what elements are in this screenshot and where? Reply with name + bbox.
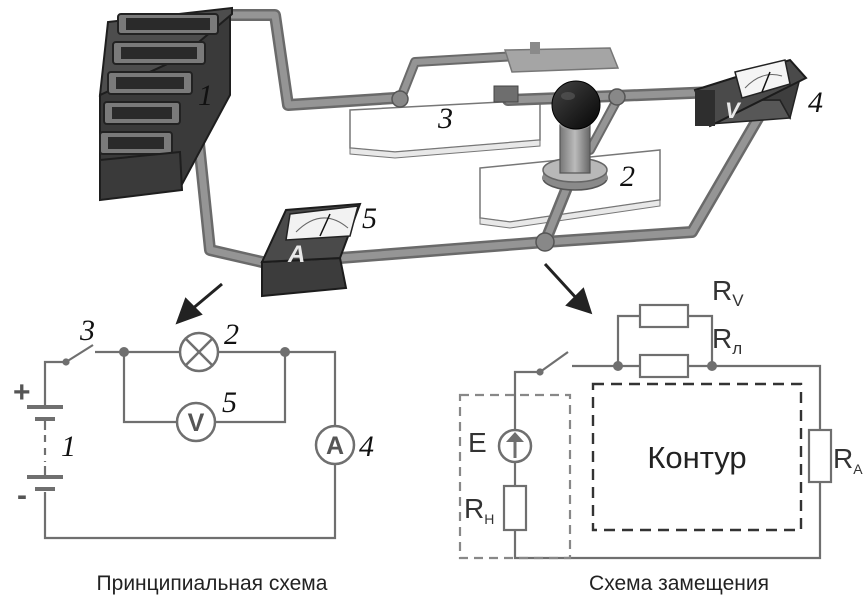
equivalent-rv-resistor: [638, 303, 690, 329]
rv-label: RV: [712, 275, 744, 310]
equivalent-rl-resistor: [638, 353, 690, 379]
principal-ammeter-number: 4: [359, 430, 374, 463]
equivalent-rn-resistor: [502, 484, 528, 532]
equivalent-source-symbol: [497, 428, 533, 464]
principal-caption: Принципиальная схема: [97, 572, 328, 595]
equivalent-schematic: [502, 303, 833, 560]
lamp-assembly: [542, 80, 608, 191]
ra-label: RА: [833, 443, 863, 477]
ammeter-number: 5: [362, 202, 377, 235]
knife-switch: [493, 42, 620, 103]
apparatus-illustration: V A 1 3 2 4 5: [98, 6, 823, 298]
principal-voltmeter-number: 5: [222, 386, 237, 419]
principal-plus-sign: +: [13, 376, 31, 409]
rn-label: RН: [464, 493, 494, 527]
principal-minus-sign: -: [17, 479, 27, 512]
principal-switch-number: 3: [79, 314, 95, 347]
principal-voltmeter-symbol: V: [175, 401, 217, 443]
pointer-arrows: [175, 262, 593, 325]
contour-label: Контур: [647, 440, 746, 475]
voltmeter-number: 4: [808, 86, 823, 119]
principal-voltmeter-letter: V: [188, 409, 205, 437]
lamp-bulb: [551, 80, 601, 130]
principal-lamp-number: 2: [224, 318, 239, 351]
ammeter-device-letter: A: [287, 241, 305, 268]
equivalent-ra-resistor: [807, 428, 833, 484]
principal-battery-number: 1: [61, 430, 76, 463]
contour-dashed-box: [591, 382, 803, 532]
battery-block: [98, 6, 233, 202]
rl-label: Rл: [712, 323, 742, 358]
battery-number: 1: [198, 79, 213, 112]
ammeter-device: A: [260, 202, 362, 298]
principal-ammeter-symbol: A: [314, 424, 356, 466]
voltmeter-device-letter: V: [725, 98, 742, 123]
battery-symbol: [27, 405, 63, 491]
equivalent-caption: Схема замещения: [589, 572, 769, 595]
lamp-number: 2: [620, 160, 635, 193]
voltmeter-device: V: [693, 58, 808, 128]
principal-schematic: [27, 344, 337, 540]
principal-lamp-symbol: [178, 331, 220, 373]
apparatus-wires: [189, 9, 766, 268]
principal-ammeter-letter: A: [326, 432, 344, 460]
switch-number: 3: [437, 102, 453, 135]
e-label: E: [468, 427, 487, 458]
